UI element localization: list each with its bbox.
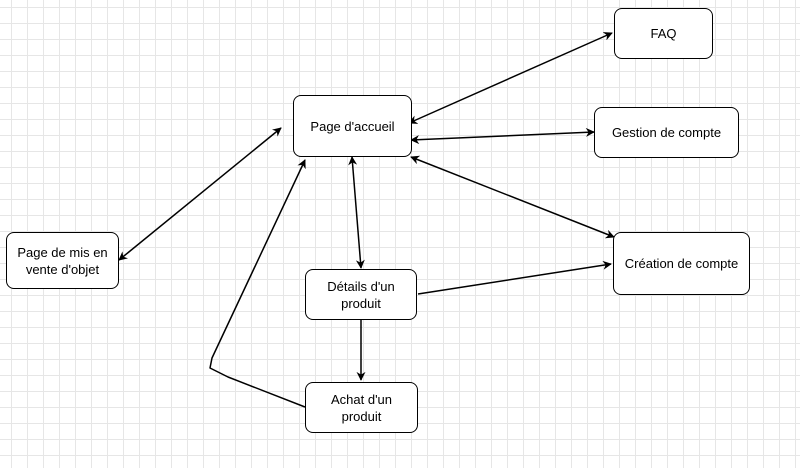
edge-product-purchase-to-home[interactable] (209, 159, 306, 408)
edge-product-details-to-account-creation[interactable] (417, 260, 612, 295)
edge-home-to-sell-item[interactable] (118, 127, 282, 261)
node-account-creation[interactable]: Création de compte (613, 232, 750, 295)
edge-home-to-product-details[interactable] (348, 156, 365, 269)
node-faq[interactable]: FAQ (614, 8, 713, 59)
edge-home-to-account-management[interactable] (410, 127, 595, 145)
node-product-details[interactable]: Détails d'un produit (305, 269, 417, 320)
node-product-purchase[interactable]: Achat d'un produit (305, 382, 418, 433)
node-sell-item[interactable]: Page de mis en vente d'objet (6, 232, 119, 289)
node-faq-label: FAQ (650, 26, 677, 41)
node-account-management[interactable]: Gestion de compte (594, 107, 739, 158)
edge-home-to-faq[interactable] (408, 32, 613, 124)
edges-layer (118, 32, 615, 408)
node-home[interactable]: Page d'accueil (293, 95, 412, 157)
node-product-purchase-label: Achat d'un produit (330, 391, 393, 424)
node-home-label: Page d'accueil (310, 118, 395, 134)
node-sell-item-label: Page de mis en vente d'objet (17, 244, 108, 277)
node-account-creation-label: Création de compte (624, 256, 739, 271)
edge-home-to-account-creation[interactable] (410, 155, 615, 239)
node-account-management-label: Gestion de compte (611, 125, 722, 140)
node-product-details-label: Détails d'un produit (327, 278, 395, 311)
